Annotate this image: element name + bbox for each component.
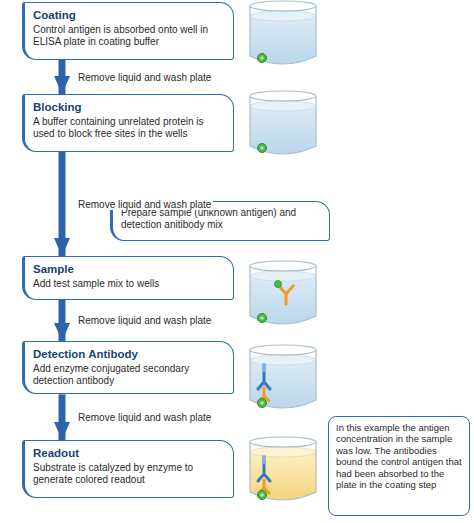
step-description: Control antigen is absorbed onto well in… [33, 24, 225, 48]
step-heading: Detection Antibody [33, 347, 225, 361]
well-coating-part [250, 11, 316, 21]
well-blocking-part [250, 101, 316, 111]
step-instruction: Remove liquid and wash plate [76, 412, 213, 423]
flow-arrow [59, 300, 66, 341]
step-description: Add enzyme conjugated secondary detectio… [33, 363, 225, 387]
well-coating-part [250, 1, 316, 11]
step-box: Detection AntibodyAdd enzyme conjugated … [22, 341, 234, 394]
well-sample-part [258, 314, 267, 323]
well-readout-part [250, 437, 316, 447]
well-sample [250, 261, 316, 324]
step-description: Substrate is catalyzed by enzyme to gene… [33, 462, 225, 486]
well-detection-part [250, 355, 316, 365]
well-readout-part [250, 452, 316, 500]
well-detection-part [258, 370, 270, 389]
step-box: Blocking A buffer containing unrelated pr… [22, 94, 234, 152]
well-detection-part [250, 350, 316, 408]
well-sample-part [250, 266, 316, 324]
step-description: Add test sample mix to wells [33, 278, 225, 290]
well-sample-part [275, 281, 282, 288]
well-blocking-part [260, 146, 264, 150]
step-box: SampleAdd test sample mix to wells [22, 256, 234, 300]
step-box: ReadoutSubstrate is catalyzed by enzyme … [22, 440, 234, 498]
step-description: In this example the antigen concentratio… [336, 422, 462, 490]
well-coating-part [258, 54, 267, 63]
well-blocking-part [250, 91, 316, 101]
well-readout-part [250, 447, 316, 457]
well-detection-part [250, 345, 316, 355]
well-readout-part [250, 442, 316, 500]
well-detection-part [260, 401, 264, 405]
well-readout-part [260, 493, 264, 497]
note-box: In this example the antigen concentratio… [328, 416, 470, 516]
well-sample-part [250, 261, 316, 271]
flow-arrow [59, 394, 66, 440]
step-description: Prepare sample (unknown antigen) and det… [121, 207, 321, 231]
well-coating-part [250, 16, 316, 64]
step-heading: Readout [33, 446, 225, 460]
well-coating-part [260, 56, 264, 60]
step-heading: Coating [33, 8, 225, 22]
well-coating [250, 1, 316, 64]
well-blocking-part [250, 106, 316, 154]
well-sample-part [260, 316, 264, 320]
well-detection-part [262, 365, 266, 370]
flow-arrow [59, 152, 66, 256]
well-detection-part [258, 399, 267, 408]
well-sample-part [279, 286, 293, 304]
well-blocking [250, 91, 316, 154]
well-readout-part [262, 457, 266, 462]
well-readout-part [258, 491, 267, 500]
step-instruction: Remove liquid and wash plate [76, 315, 213, 326]
well-readout-part [258, 462, 270, 481]
well-blocking-part [250, 96, 316, 154]
step-instruction: Remove liquid and wash plate [76, 72, 213, 83]
well-sample-part [250, 271, 316, 281]
step-heading: Sample [33, 262, 225, 276]
well-detection [250, 345, 316, 408]
well-sample-part [250, 276, 316, 324]
well-detection-part [250, 360, 316, 408]
step-description: A buffer containing unrelated protein is… [33, 116, 225, 140]
step-instruction: Remove liquid and wash plate [76, 199, 213, 210]
well-coating-part [250, 6, 316, 64]
well-readout [250, 437, 316, 500]
flow-arrow [59, 60, 66, 94]
step-heading: Blocking [33, 100, 225, 114]
step-box: CoatingControl antigen is absorbed onto … [22, 2, 234, 60]
well-blocking-part [258, 144, 267, 153]
